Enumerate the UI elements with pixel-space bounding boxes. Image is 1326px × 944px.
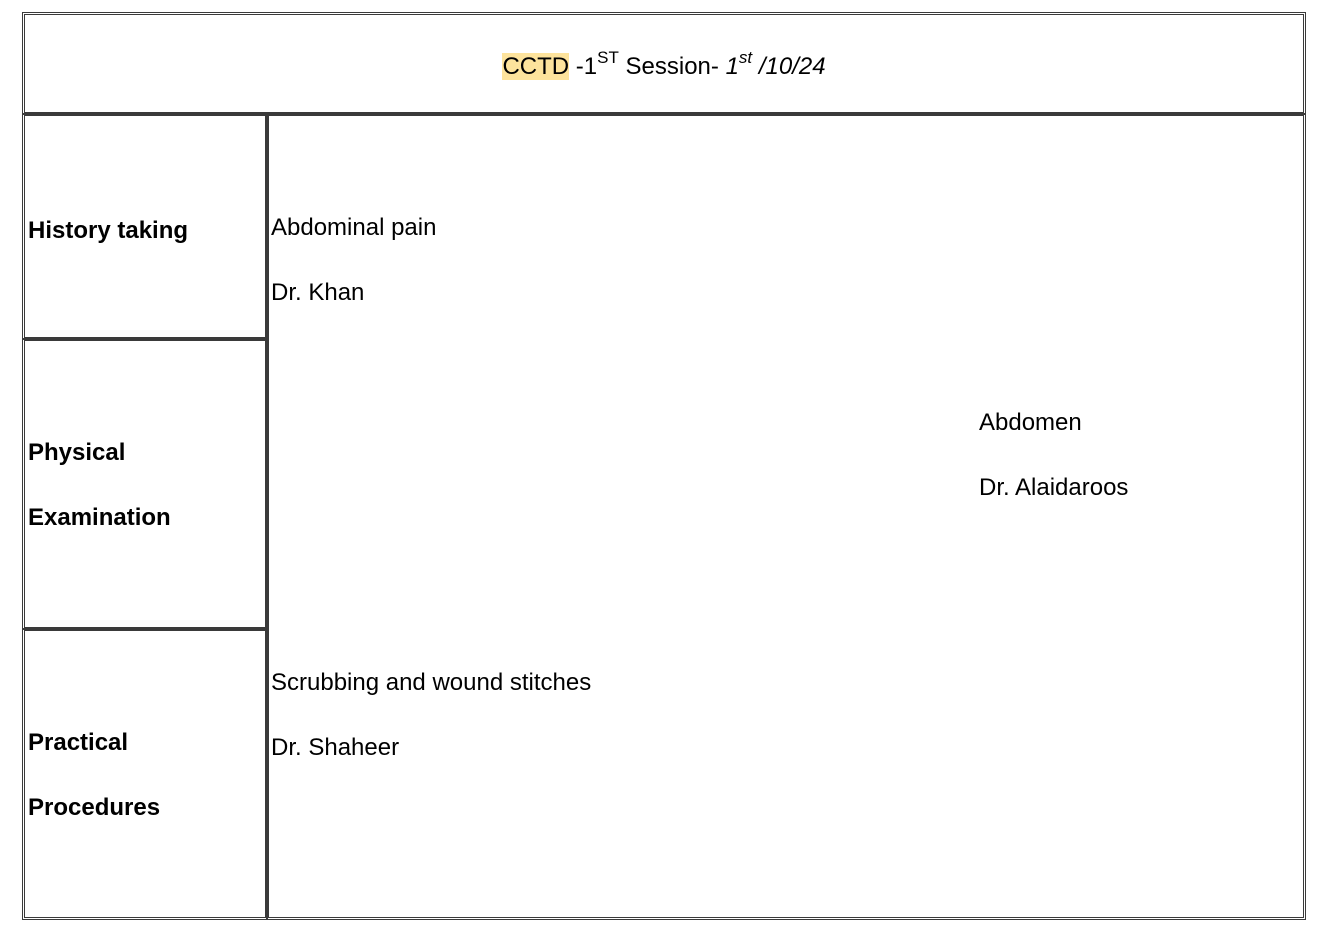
row-label: Practical Procedures	[28, 710, 160, 840]
row-label-line: Procedures	[28, 794, 161, 821]
topic: Abdominal pain	[271, 214, 437, 241]
practical-procedures-entry: Scrubbing and wound stitches Dr. Shaheer	[271, 650, 591, 780]
date-ordinal-suffix: st	[738, 48, 753, 67]
session-word: Session-	[618, 53, 726, 80]
topic: Abdomen	[979, 409, 1082, 436]
date-month-year: /10/24	[752, 53, 826, 80]
practical-procedures-label-cell: Practical Procedures	[22, 628, 268, 920]
row-label-line: History taking	[28, 217, 189, 244]
content-cell: Abdominal pain Dr. Khan Abdomen Dr. Alai…	[266, 113, 1306, 920]
instructor: Dr. Alaidaroos	[979, 474, 1129, 501]
course-code-highlight: CCTD	[502, 53, 570, 80]
row-label-line: Physical	[28, 439, 126, 466]
history-taking-label-cell: History taking	[22, 113, 268, 340]
physical-examination-entry: Abdomen Dr. Alaidaroos	[979, 390, 1128, 520]
history-taking-entry: Abdominal pain Dr. Khan	[271, 195, 436, 325]
row-label-line: Examination	[28, 504, 171, 531]
instructor: Dr. Khan	[271, 279, 365, 306]
row-label-line: Practical	[28, 729, 129, 756]
schedule-table: CCTD -1ST Session- 1st /10/24 History ta…	[22, 12, 1306, 920]
session-title: CCTD -1ST Session- 1st /10/24	[25, 49, 1303, 82]
row-label: History taking	[28, 198, 188, 263]
title-cell: CCTD -1ST Session- 1st /10/24	[22, 12, 1306, 115]
topic: Scrubbing and wound stitches	[271, 669, 592, 696]
row-label: Physical Examination	[28, 420, 171, 550]
session-prefix: -1	[569, 53, 598, 80]
session-ordinal-suffix: ST	[597, 48, 619, 67]
instructor: Dr. Shaheer	[271, 734, 400, 761]
date-day: 1	[725, 53, 739, 80]
session-date: 1st /10/24	[725, 49, 826, 80]
physical-examination-label-cell: Physical Examination	[22, 338, 268, 630]
